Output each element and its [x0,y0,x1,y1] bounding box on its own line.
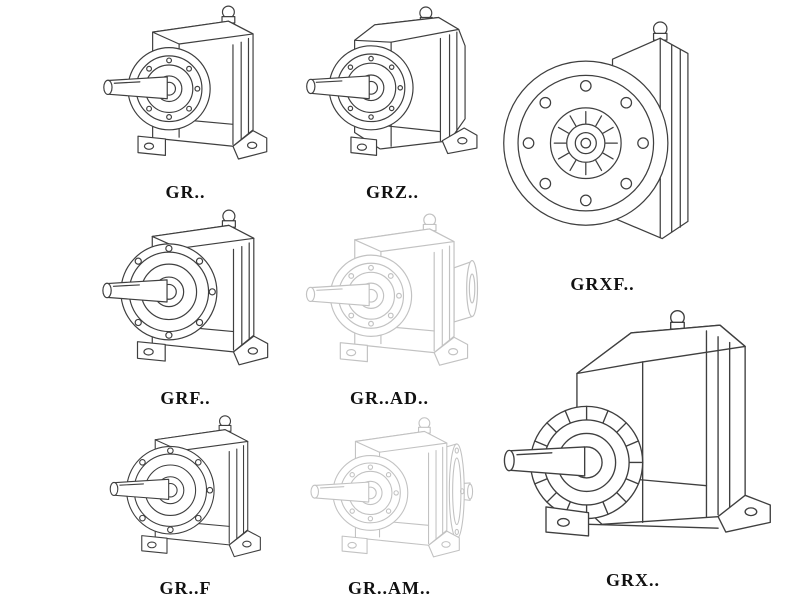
foot-mounted-gearbox-chamfered-drawing [306,6,478,156]
foot-flange-gearbox-drawing [109,415,261,558]
flange-mounted-gearbox-drawing [503,21,689,240]
product-grx: GRX.. [488,296,778,592]
product-gr-f: GR..F [88,412,283,600]
product-grxf: GRXF.. [495,0,710,296]
product-label-grz: GRZ.. [365,182,419,202]
foot-flange-gearbox-drawing [102,209,269,366]
product-gr-am: GR..AM.. [292,414,487,600]
product-label-grx: GRX.. [606,570,660,590]
product-grz: GRZ.. [300,2,485,204]
product-gr: GR.. [88,2,283,204]
product-label-grf: GRF.. [160,388,211,408]
product-label-gr-f: GR..F [159,578,212,598]
product-gr-ad: GR..AD.. [292,210,487,410]
product-label-grxf: GRXF.. [570,274,635,294]
product-label-gr-ad: GR..AD.. [350,388,429,408]
product-label-gr: GR.. [165,182,206,202]
product-label-gr-am: GR..AM.. [348,578,431,598]
large-foot-mounted-gearbox-drawing [503,310,771,537]
gearbox-input-adapter-drawing [292,210,487,386]
foot-mounted-gearbox-drawing [103,5,268,160]
product-grf: GRF.. [88,206,283,410]
gearbox-motor-flange-drawing [292,414,487,576]
